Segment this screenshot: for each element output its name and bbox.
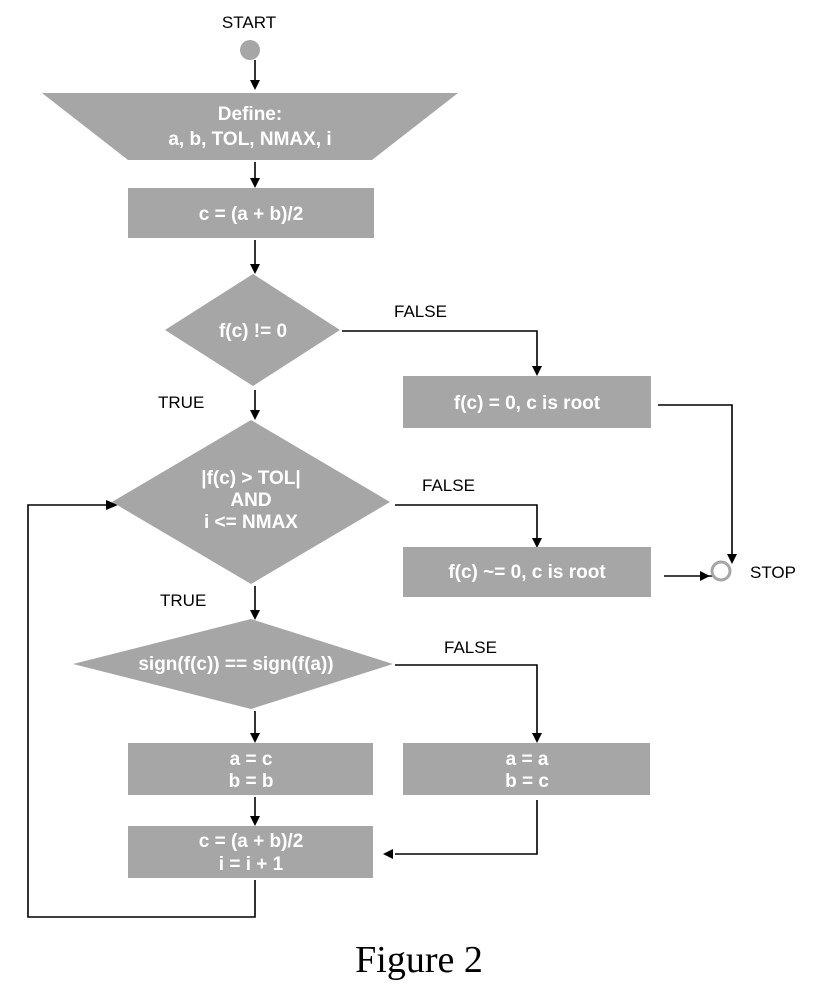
arrowhead bbox=[250, 80, 260, 90]
update-node: c = (a + b)/2 i = i + 1 bbox=[128, 826, 373, 878]
check-sign-label: sign(f(c)) == sign(f(a)) bbox=[138, 654, 333, 675]
update-box bbox=[128, 826, 373, 878]
arrowhead bbox=[532, 733, 542, 743]
assign-true-node: a = c b = b bbox=[128, 743, 373, 795]
assign-true-box bbox=[128, 743, 373, 795]
edge-sign-false bbox=[395, 664, 538, 737]
define-line-2: a, b, TOL, NMAX, i bbox=[168, 129, 331, 150]
arrowhead bbox=[532, 366, 542, 376]
arrowhead bbox=[383, 849, 393, 859]
check-tol-diamond bbox=[112, 420, 390, 584]
check-sign-diamond bbox=[73, 619, 393, 709]
stop-node: STOP bbox=[710, 560, 796, 582]
edge-tol-false bbox=[395, 504, 538, 538]
connectors bbox=[27, 60, 733, 918]
arrowheads bbox=[106, 80, 737, 859]
false-label-tol: FALSE bbox=[422, 476, 475, 495]
false-label-check: FALSE bbox=[394, 302, 447, 321]
arrowhead bbox=[250, 733, 260, 743]
assign-false-box bbox=[403, 743, 650, 795]
check-fc-diamond bbox=[165, 274, 340, 386]
figure-caption: Figure 2 bbox=[355, 939, 483, 981]
edge-loop-back bbox=[27, 504, 256, 918]
arrowhead bbox=[700, 571, 710, 581]
assign-true-line-1: a = c bbox=[230, 749, 273, 770]
edge-labels: FALSE TRUE FALSE TRUE FALSE bbox=[158, 302, 497, 657]
edge-check-false bbox=[342, 330, 538, 366]
arrowhead bbox=[250, 610, 260, 620]
stop-label: STOP bbox=[750, 563, 796, 582]
check-tol-line-2: AND bbox=[230, 490, 271, 511]
stop-circle bbox=[710, 560, 732, 582]
true-label-check: TRUE bbox=[158, 393, 204, 412]
root-approx-box bbox=[403, 547, 651, 597]
check-tol-node: |f(c) > TOL| AND i <= NMAX bbox=[112, 420, 390, 584]
check-sign-node: sign(f(c)) == sign(f(a)) bbox=[73, 619, 393, 709]
start-circle bbox=[240, 40, 260, 60]
check-fc-node: f(c) != 0 bbox=[165, 274, 340, 386]
root-exact-box bbox=[403, 376, 651, 428]
arrowhead bbox=[106, 500, 118, 510]
check-tol-line-3: i <= NMAX bbox=[204, 512, 298, 533]
edge-root-stop bbox=[658, 404, 733, 559]
start-node: START bbox=[222, 13, 276, 60]
arrowhead bbox=[250, 410, 260, 420]
arrowhead bbox=[727, 554, 737, 564]
root-exact-node: f(c) = 0, c is root bbox=[403, 376, 651, 428]
arrowhead bbox=[250, 816, 260, 826]
root-exact-label: f(c) = 0, c is root bbox=[454, 393, 601, 414]
compute-c-box bbox=[128, 188, 374, 238]
root-approx-label: f(c) ~= 0, c is root bbox=[448, 562, 606, 583]
define-shape bbox=[42, 93, 458, 160]
assign-true-line-2: b = b bbox=[229, 771, 274, 792]
assign-false-line-1: a = a bbox=[506, 749, 549, 770]
compute-c-node: c = (a + b)/2 bbox=[128, 188, 374, 238]
arrowhead bbox=[532, 538, 542, 548]
arrowhead bbox=[250, 178, 260, 188]
define-line-1: Define: bbox=[218, 104, 282, 125]
false-label-sign: FALSE bbox=[444, 638, 497, 657]
edge-assignfalse-update bbox=[395, 800, 538, 855]
true-label-tol: TRUE bbox=[160, 591, 206, 610]
check-fc-label: f(c) != 0 bbox=[219, 321, 287, 342]
compute-c-label: c = (a + b)/2 bbox=[199, 204, 304, 225]
define-node: Define: a, b, TOL, NMAX, i bbox=[42, 93, 458, 160]
update-line-1: c = (a + b)/2 bbox=[199, 831, 304, 852]
assign-false-node: a = a b = c bbox=[403, 743, 650, 795]
assign-false-line-2: b = c bbox=[505, 771, 549, 792]
update-line-2: i = i + 1 bbox=[219, 854, 284, 875]
check-tol-line-1: |f(c) > TOL| bbox=[201, 468, 300, 489]
arrowhead bbox=[250, 264, 260, 274]
root-approx-node: f(c) ~= 0, c is root bbox=[403, 547, 651, 597]
start-label: START bbox=[222, 13, 276, 32]
